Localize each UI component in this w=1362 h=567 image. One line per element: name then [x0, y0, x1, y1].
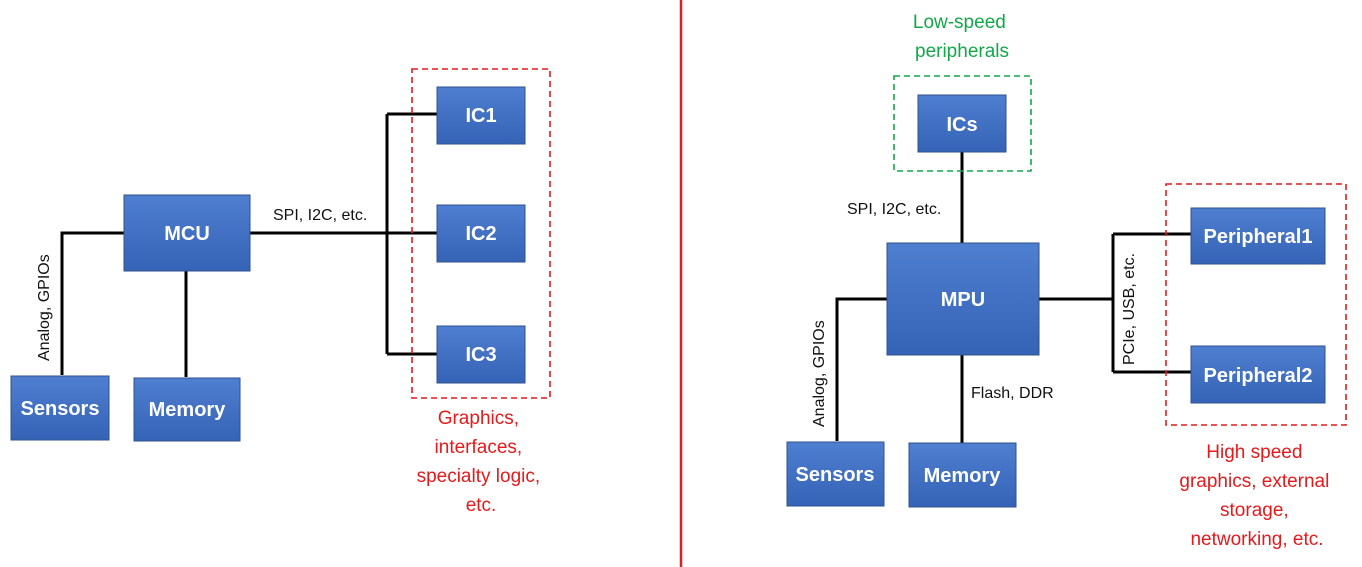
mpu-system: ICs MPU Sensors Memory Peripheral1 Perip… — [786, 12, 1347, 550]
mcu-bus-label: SPI, I2C, etc. — [273, 207, 367, 224]
mpu-label: MPU — [941, 289, 985, 311]
sensors-label-right: Sensors — [796, 464, 875, 486]
peripheral1-block: Peripheral1 — [1190, 207, 1326, 265]
ics-label: ICs — [946, 114, 977, 136]
sensors-block-right: Sensors — [786, 441, 885, 507]
mcu-label: MCU — [164, 223, 210, 245]
mpu-analog-label: Analog, GPIOs — [811, 320, 828, 427]
ic1-label: IC1 — [465, 105, 496, 127]
peripheral2-label: Peripheral2 — [1204, 365, 1313, 387]
mpu-block: MPU — [886, 242, 1040, 356]
mcu-analog-label: Analog, GPIOs — [36, 254, 53, 361]
memory-label-right: Memory — [924, 465, 1002, 487]
mcu-system: MCU Sensors Memory IC1 IC2 IC3 SPI, I2C,… — [10, 68, 551, 516]
peripheral-group-outline — [1165, 183, 1347, 426]
mpu-bus-label: SPI, I2C, etc. — [847, 201, 941, 218]
ic3-label: IC3 — [465, 344, 496, 366]
mpu-memory-bus-label: Flash, DDR — [971, 385, 1054, 402]
ic2-block: IC2 — [436, 204, 526, 263]
ic1-block: IC1 — [436, 86, 526, 145]
mcu-block: MCU — [123, 194, 251, 272]
memory-label-left: Memory — [149, 399, 227, 421]
high-speed-annotation: High speed graphics, external storage, n… — [1179, 442, 1334, 550]
peripheral2-block: Peripheral2 — [1190, 345, 1326, 404]
ic-group-outline — [411, 68, 551, 399]
ic3-block: IC3 — [436, 325, 526, 384]
mcu-analog-wire — [60, 231, 124, 375]
memory-block-left: Memory — [133, 377, 241, 442]
sensors-block-left: Sensors — [10, 375, 110, 441]
memory-block-right: Memory — [908, 442, 1017, 508]
ics-group-outline — [893, 75, 1032, 172]
ic2-label: IC2 — [465, 223, 496, 245]
ic-group-annotation: Graphics, interfaces, specialty logic, e… — [417, 408, 546, 516]
ics-block: ICs — [917, 94, 1007, 153]
mpu-analog-wire — [835, 297, 887, 441]
sensors-label-left: Sensors — [21, 398, 100, 420]
low-speed-annotation: Low-speed peripherals — [913, 12, 1011, 62]
peripheral1-label: Peripheral1 — [1204, 226, 1313, 248]
mpu-pcie-label: PCIe, USB, etc. — [1121, 253, 1138, 365]
